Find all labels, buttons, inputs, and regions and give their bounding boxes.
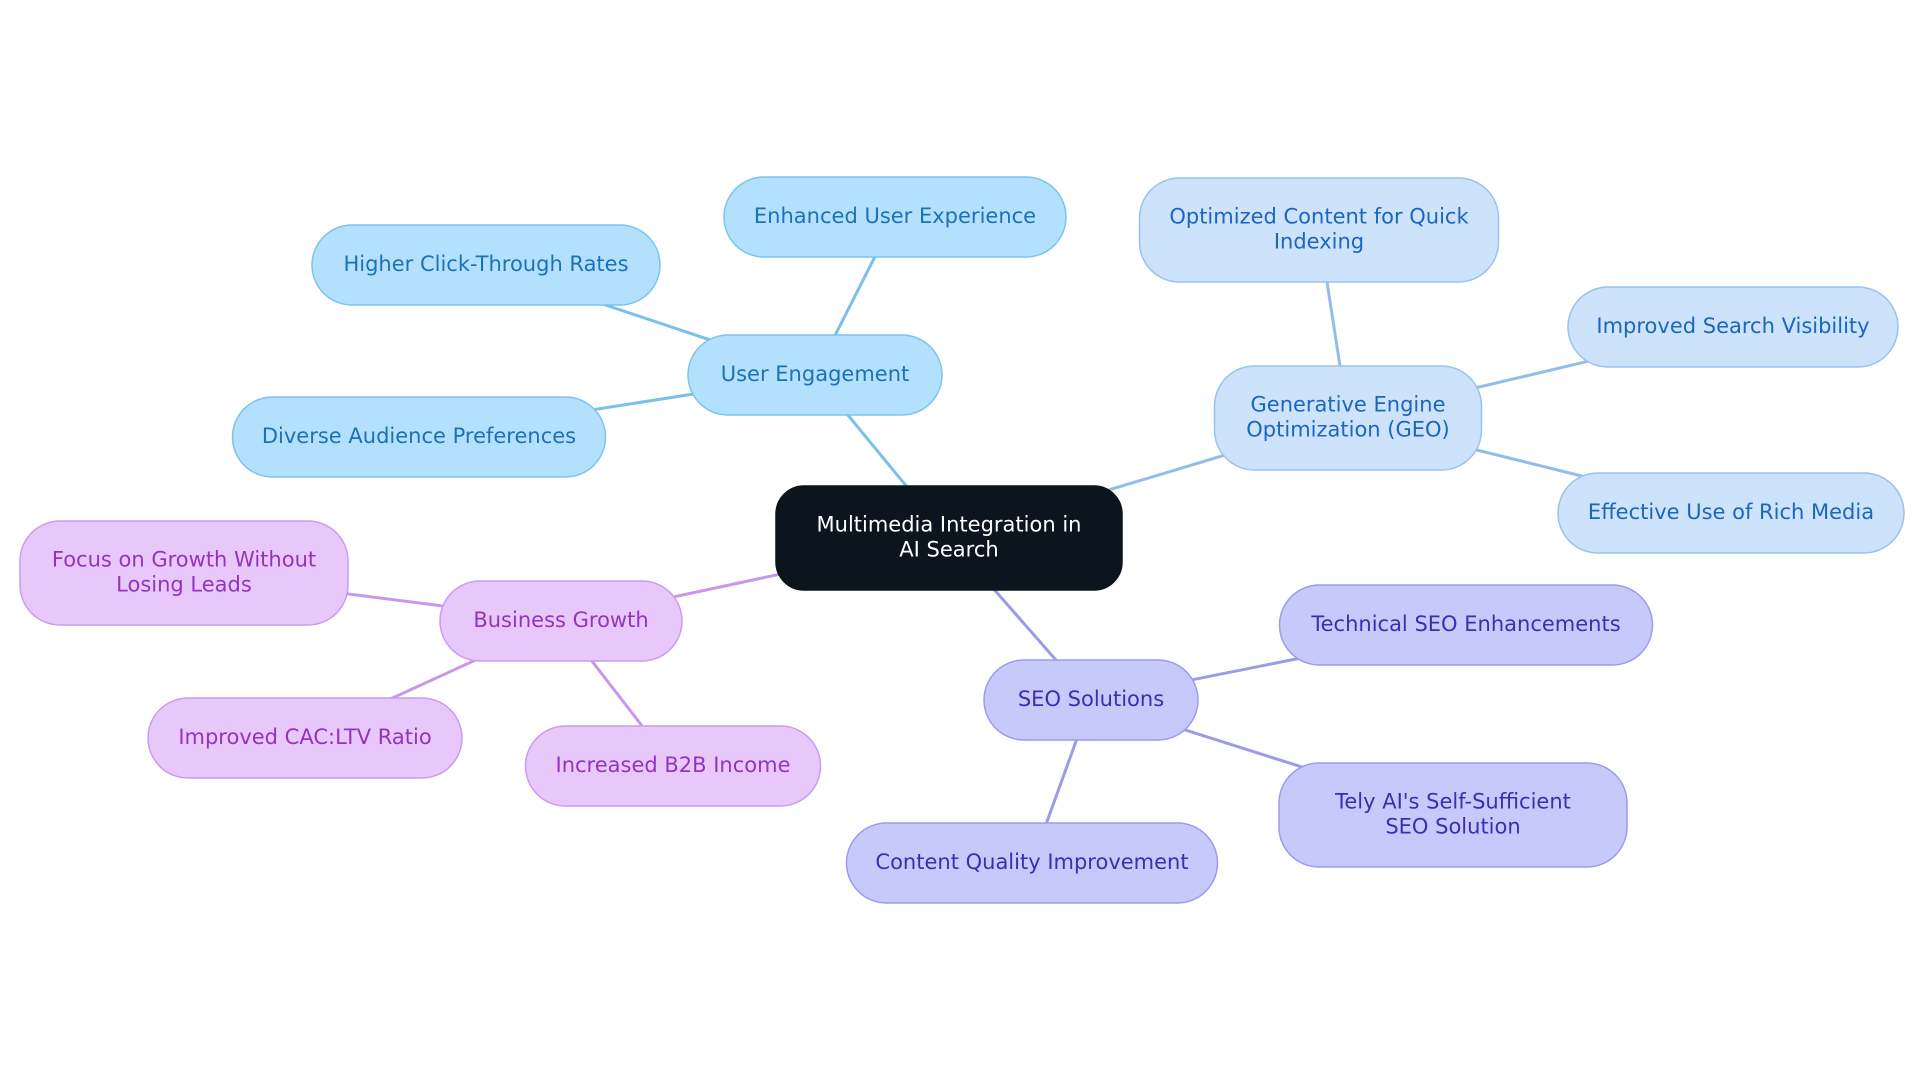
leaf-node-technical-seo-enhancements-box [1278, 584, 1654, 666]
leaf-node-enhanced-user-experience-label: Enhanced User Experience [754, 204, 1036, 228]
leaf-node-diverse-audience-preferences-box [231, 396, 607, 478]
leaf-node-improved-search-visibility: Improved Search Visibility [1567, 286, 1899, 368]
leaf-node-effective-use-of-rich-media-label: Effective Use of Rich Media [1588, 500, 1874, 524]
leaf-node-higher-click-through-rates-box [311, 224, 661, 306]
branch-node-generative-engine-optimization-geo-box [1213, 365, 1483, 471]
leaf-node-effective-use-of-rich-media: Effective Use of Rich Media [1557, 472, 1905, 554]
leaf-node-improved-search-visibility-label: Improved Search Visibility [1596, 314, 1869, 338]
leaf-node-increased-b2b-income-box [524, 725, 822, 807]
branch-node-business-growth-box [439, 580, 683, 662]
leaf-node-optimized-content-for-quick-indexing-box [1138, 177, 1500, 283]
leaf-node-technical-seo-enhancements-label: Technical SEO Enhancements [1310, 612, 1620, 636]
branch-node-seo-solutions-box [983, 659, 1199, 741]
branch-node-user-engagement-box [687, 334, 943, 416]
leaf-node-higher-click-through-rates-label: Higher Click-Through Rates [343, 252, 628, 276]
leaf-node-effective-use-of-rich-media-box [1557, 472, 1905, 554]
leaf-node-content-quality-improvement-label: Content Quality Improvement [875, 850, 1188, 874]
leaf-node-improved-cac-ltv-ratio-box [147, 697, 463, 779]
leaf-node-technical-seo-enhancements: Technical SEO Enhancements [1278, 584, 1654, 666]
leaf-node-increased-b2b-income-label: Increased B2B Income [556, 753, 791, 777]
leaf-node-content-quality-improvement-box [845, 822, 1219, 904]
leaf-node-improved-cac-ltv-ratio-label: Improved CAC:LTV Ratio [178, 725, 431, 749]
branch-node-seo-solutions-label: SEO Solutions [1018, 687, 1164, 711]
leaf-node-tely-ai-s-self-sufficient-seo-solution-box [1278, 762, 1628, 868]
branch-node-user-engagement-label: User Engagement [721, 362, 910, 386]
leaf-node-improved-search-visibility-box [1567, 286, 1899, 368]
branch-node-seo-solutions: SEO Solutions [983, 659, 1199, 741]
leaf-node-diverse-audience-preferences: Diverse Audience Preferences [231, 396, 607, 478]
leaf-node-focus-on-growth-without-losing-leads-box [19, 520, 349, 626]
leaf-node-diverse-audience-preferences-label: Diverse Audience Preferences [262, 424, 576, 448]
leaf-node-content-quality-improvement: Content Quality Improvement [845, 822, 1219, 904]
branch-node-user-engagement: User Engagement [687, 334, 943, 416]
leaf-node-improved-cac-ltv-ratio: Improved CAC:LTV Ratio [147, 697, 463, 779]
leaf-node-enhanced-user-experience: Enhanced User Experience [723, 176, 1067, 258]
leaf-node-increased-b2b-income: Increased B2B Income [524, 725, 822, 807]
branch-node-business-growth: Business Growth [439, 580, 683, 662]
leaf-node-enhanced-user-experience-box [723, 176, 1067, 258]
leaf-node-higher-click-through-rates: Higher Click-Through Rates [311, 224, 661, 306]
root-node-box [775, 485, 1123, 591]
branch-node-business-growth-label: Business Growth [473, 608, 648, 632]
